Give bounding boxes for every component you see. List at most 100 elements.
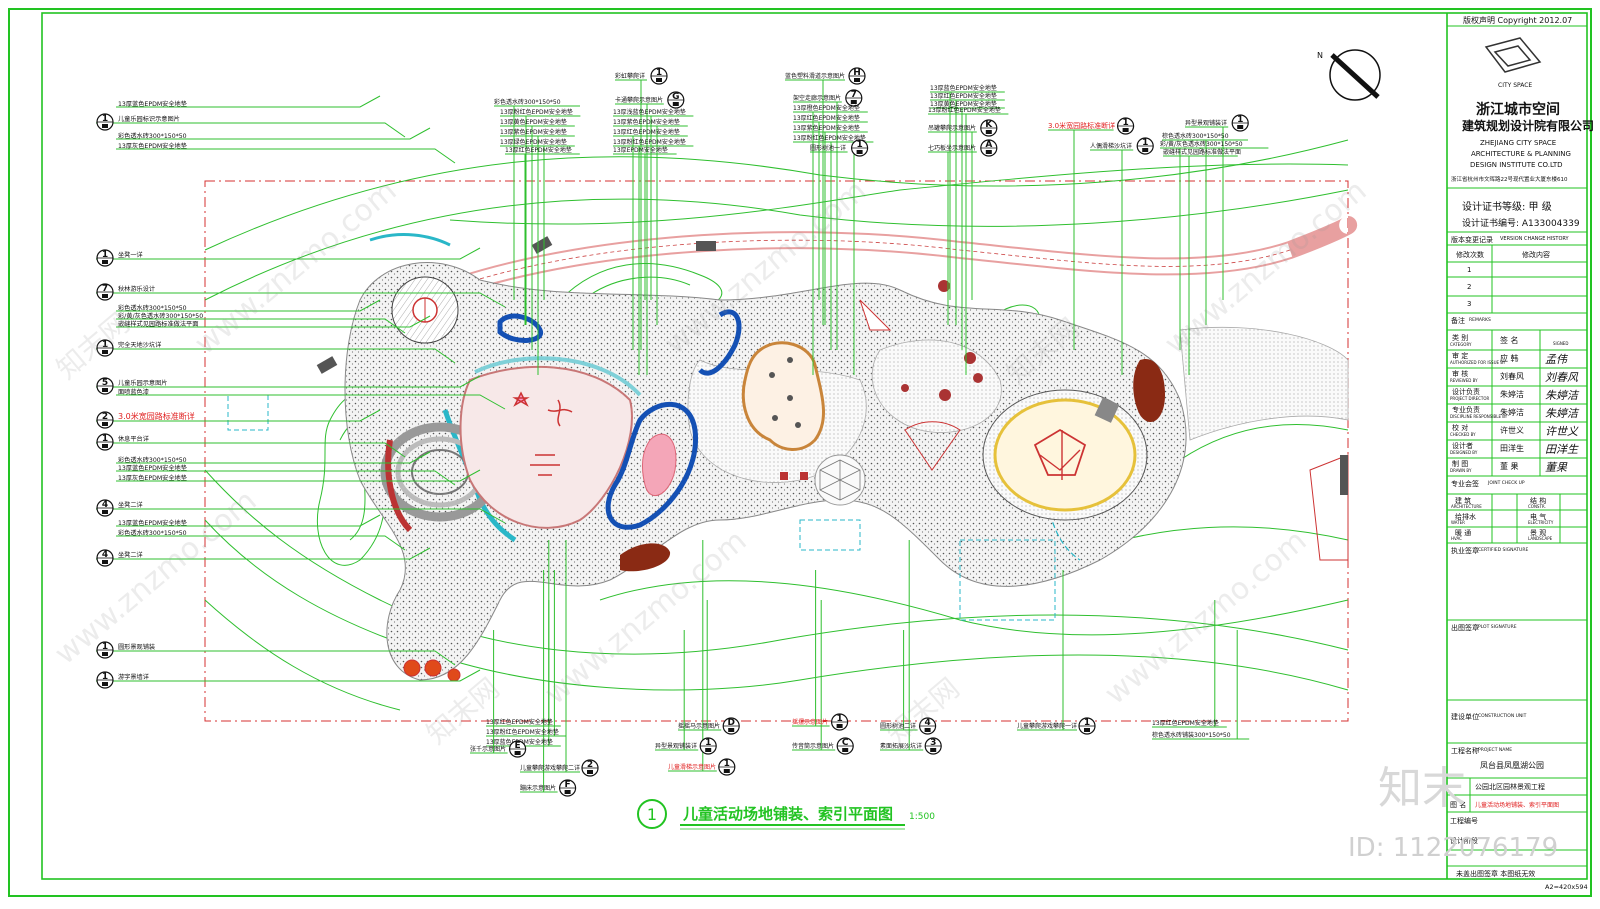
leader-top-23 [928, 113, 1009, 375]
role-name-3: 朱婷洁 [1500, 390, 1524, 399]
left-label-13: 休息平台详 [118, 435, 149, 443]
leader-lines [96, 79, 1269, 793]
site-boundary [204, 180, 1349, 722]
left-index-badge-17: 4 [96, 499, 114, 517]
leader-top-14 [793, 101, 842, 350]
top-label-18: 13厚粉红色EPDM安全地垫 [793, 134, 866, 142]
leader-left-1 [96, 122, 406, 138]
left-label-3: 13厚灰色EPDM安全地垫 [118, 142, 188, 150]
left-label-20: 坐凳二详 [118, 551, 143, 559]
role-cn-1: 审 定 [1452, 352, 1469, 360]
bottom-index-badge-3: E [508, 740, 527, 758]
left-label-5: 秋林游乐设计 [118, 285, 155, 293]
left-index-badge-12: 2 [96, 411, 114, 429]
design-stage-label: 设计阶段 [1450, 837, 1478, 845]
left-label-0: 13厚蓝色EPDM安全地垫 [118, 100, 188, 108]
top-index-badge-27: 1 [1136, 137, 1154, 155]
labels-bottom: 13厚红色EPDM安全地垫13厚粉红色EPDM安全地垫13厚蓝色EPDM安全地垫… [470, 713, 1231, 797]
brown-shape [620, 543, 671, 572]
company-name-en-2: ARCHITECTURE & PLANNING [1471, 150, 1571, 158]
left-label-8: 嵌缝样式见园路标准做法平面 [118, 320, 198, 328]
index-code: A [985, 140, 992, 150]
remarks-en: REMARKS [1469, 318, 1491, 323]
left-label-9: 完全天地沙坑详 [118, 341, 161, 349]
top-index-badge-6: 1 [650, 67, 668, 85]
role-name-en-0: SIGNED [1553, 341, 1569, 346]
discipline-0-0: 建 筑 [1455, 497, 1472, 505]
title-number: 1 [647, 805, 657, 824]
bottom-index-badge-9: 1 [830, 713, 849, 731]
top-label-22: 13厚黄色EPDM安全地垫 [930, 100, 997, 108]
index-code: 7 [102, 284, 108, 294]
leader-left-5 [96, 292, 506, 308]
left-label-17: 坐凳二详 [118, 501, 143, 509]
version-history-en: VERSION CHANGE HISTORY [1500, 236, 1569, 242]
leader-left-16 [116, 469, 481, 482]
left-index-badge-9: 1 [96, 339, 114, 357]
rev-content-header: 修改内容 [1522, 251, 1550, 259]
bottom-label-9: 摇摆示意图片 [792, 718, 828, 726]
top-index-badge-19: 1 [850, 139, 869, 157]
index-code: 1 [1122, 118, 1128, 128]
left-label-7: 彩/黄/灰色透水砖300*150*50 [118, 312, 203, 320]
left-label-18: 13厚蓝色EPDM安全地垫 [118, 519, 188, 527]
role-en-4: DISCIPLINE RESPONSIBLE BY [1450, 414, 1508, 419]
discipline-1-1: WATER [1451, 520, 1465, 525]
left-label-16: 13厚灰色EPDM安全地垫 [118, 474, 188, 482]
top-label-13: 蓝色塑料滑道示意图片 [785, 72, 845, 80]
rev-3: 3 [1467, 300, 1472, 308]
labels-top: 彩色透水砖300*150*5013厚粉红色EPDM安全地垫13厚黄色EPDM安全… [494, 67, 1249, 157]
top-label-12: 13厚EPDM安全地垫 [613, 146, 668, 154]
leader-top-6 [615, 79, 647, 350]
rev-1: 1 [1467, 266, 1472, 274]
left-label-6: 彩色透水砖300*150*50 [118, 304, 187, 312]
company-name-en-3: DESIGN INSTITUTE CO.LTD [1470, 161, 1563, 169]
cert-level: 设计证书等级: 甲 级 [1462, 202, 1552, 213]
top-label-23: 13厚粉红色EPDM安全地垫 [928, 106, 1001, 114]
left-label-1: 儿童乐园标识示意图片 [118, 115, 180, 123]
role-name-6: 田洋生 [1500, 444, 1524, 453]
bottom-index-badge-4: 2 [581, 759, 599, 777]
role-cn-3: 设计负责 [1452, 388, 1480, 396]
top-label-28: 异型景观铺装详 [1185, 119, 1227, 127]
top-label-9: 13厚紫色EPDM安全地垫 [613, 118, 680, 126]
top-label-27: 人偶滑梯沙坑详 [1090, 142, 1132, 150]
leader-top-31 [1163, 155, 1238, 375]
signature-7: 董果 [1545, 461, 1567, 474]
leader-bottom-6 [678, 600, 722, 731]
role-en-3: PROJECT DIRECTOR [1450, 396, 1490, 401]
left-label-2: 彩色透水砖300*150*50 [118, 132, 187, 140]
left-index-badge-5: 7 [96, 283, 114, 301]
top-label-25: 七巧板坐示意图片 [928, 144, 976, 152]
top-label-31: 嵌缝样式见园路标准做法平面 [1163, 148, 1241, 156]
tree-symbols [901, 280, 983, 401]
leader-top-10 [613, 135, 688, 350]
top-label-0: 彩色透水砖300*150*50 [494, 98, 561, 106]
role-cn-4: 专业负责 [1452, 406, 1480, 414]
bottom-label-8: 儿童滑梯示意图片 [668, 763, 716, 771]
construction-unit-en: CONSTRUCTION UNIT [1478, 714, 1527, 719]
plot-signature: 出图签章 [1451, 624, 1479, 632]
index-code: 1 [724, 759, 730, 769]
bottom-label-3: 张千示意图片 [470, 745, 506, 753]
left-label-12: 3.0米宽园路标准断详 [118, 411, 195, 421]
leader-top-4 [500, 145, 575, 300]
north-arrow [1329, 49, 1381, 101]
discipline-2-2: 景 观 [1530, 529, 1547, 537]
leader-bottom-10 [792, 600, 836, 751]
top-label-3: 13厚紫色EPDM安全地垫 [500, 128, 567, 136]
left-index-badge-10: 5 [96, 377, 114, 395]
blue-epdm [497, 309, 742, 530]
index-code: 2 [102, 412, 108, 422]
bottom-label-14: 13厚红色EPDM安全地垫 [1152, 719, 1219, 727]
left-label-10: 儿童乐园示意图片 [118, 379, 168, 387]
title-block-grid [1447, 25, 1587, 867]
copyright: 版权声明 Copyright 2012.07 [1463, 16, 1573, 25]
certified-signature-en: CERTIFIED SIGNATURE [1478, 548, 1529, 553]
leader-left-13 [96, 442, 406, 458]
bottom-label-5: 蹦床示意图片 [520, 784, 556, 792]
company-name-cn-1: 浙江城市空间 [1476, 102, 1560, 118]
role-name-7: 董 果 [1500, 462, 1519, 471]
leader-top-24 [928, 131, 977, 300]
project-number-label: 工程编号 [1450, 817, 1478, 825]
